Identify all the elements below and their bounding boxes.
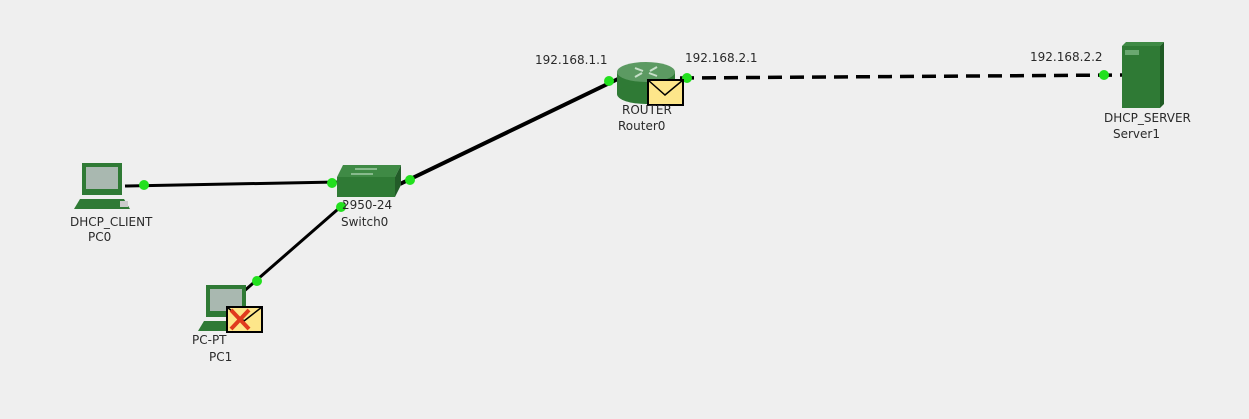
device-model-label: DHCP_CLIENT bbox=[70, 215, 153, 229]
device-name-label: Switch0 bbox=[341, 215, 389, 229]
device-name-label: PC0 bbox=[88, 230, 112, 244]
device-model-label: ROUTER bbox=[622, 103, 672, 117]
link-pc0-switch0[interactable] bbox=[124, 180, 338, 188]
port-light bbox=[1099, 70, 1109, 80]
port-light bbox=[252, 276, 262, 286]
port-indicators bbox=[139, 70, 1109, 286]
pc-icon[interactable] bbox=[74, 163, 130, 209]
device-model-label: PC-PT bbox=[192, 333, 227, 347]
interface-ip-label: 192.168.1.1 bbox=[535, 53, 608, 67]
failed-pdu-envelope-icon[interactable] bbox=[226, 306, 263, 333]
switch-icon[interactable] bbox=[337, 165, 401, 197]
port-light bbox=[327, 178, 337, 188]
link-switch0-router0[interactable] bbox=[399, 76, 621, 186]
port-light bbox=[139, 180, 149, 190]
device-model-label: DHCP_SERVER bbox=[1104, 111, 1191, 125]
device-name-label: Router0 bbox=[618, 119, 666, 133]
port-light bbox=[682, 73, 692, 83]
port-light bbox=[604, 76, 614, 86]
interface-ip-label: 192.168.2.2 bbox=[1030, 50, 1103, 64]
server-icon[interactable] bbox=[1122, 42, 1164, 108]
pdu-envelope-icon[interactable] bbox=[647, 79, 684, 106]
link-router0-server1[interactable] bbox=[679, 73, 1123, 80]
device-model-label: 2950-24 bbox=[342, 198, 393, 212]
device-name-label: Server1 bbox=[1113, 127, 1160, 141]
device-name-label: PC1 bbox=[209, 350, 233, 364]
port-light bbox=[336, 202, 346, 212]
interface-ip-label: 192.168.2.1 bbox=[685, 51, 758, 65]
port-light bbox=[405, 175, 415, 185]
